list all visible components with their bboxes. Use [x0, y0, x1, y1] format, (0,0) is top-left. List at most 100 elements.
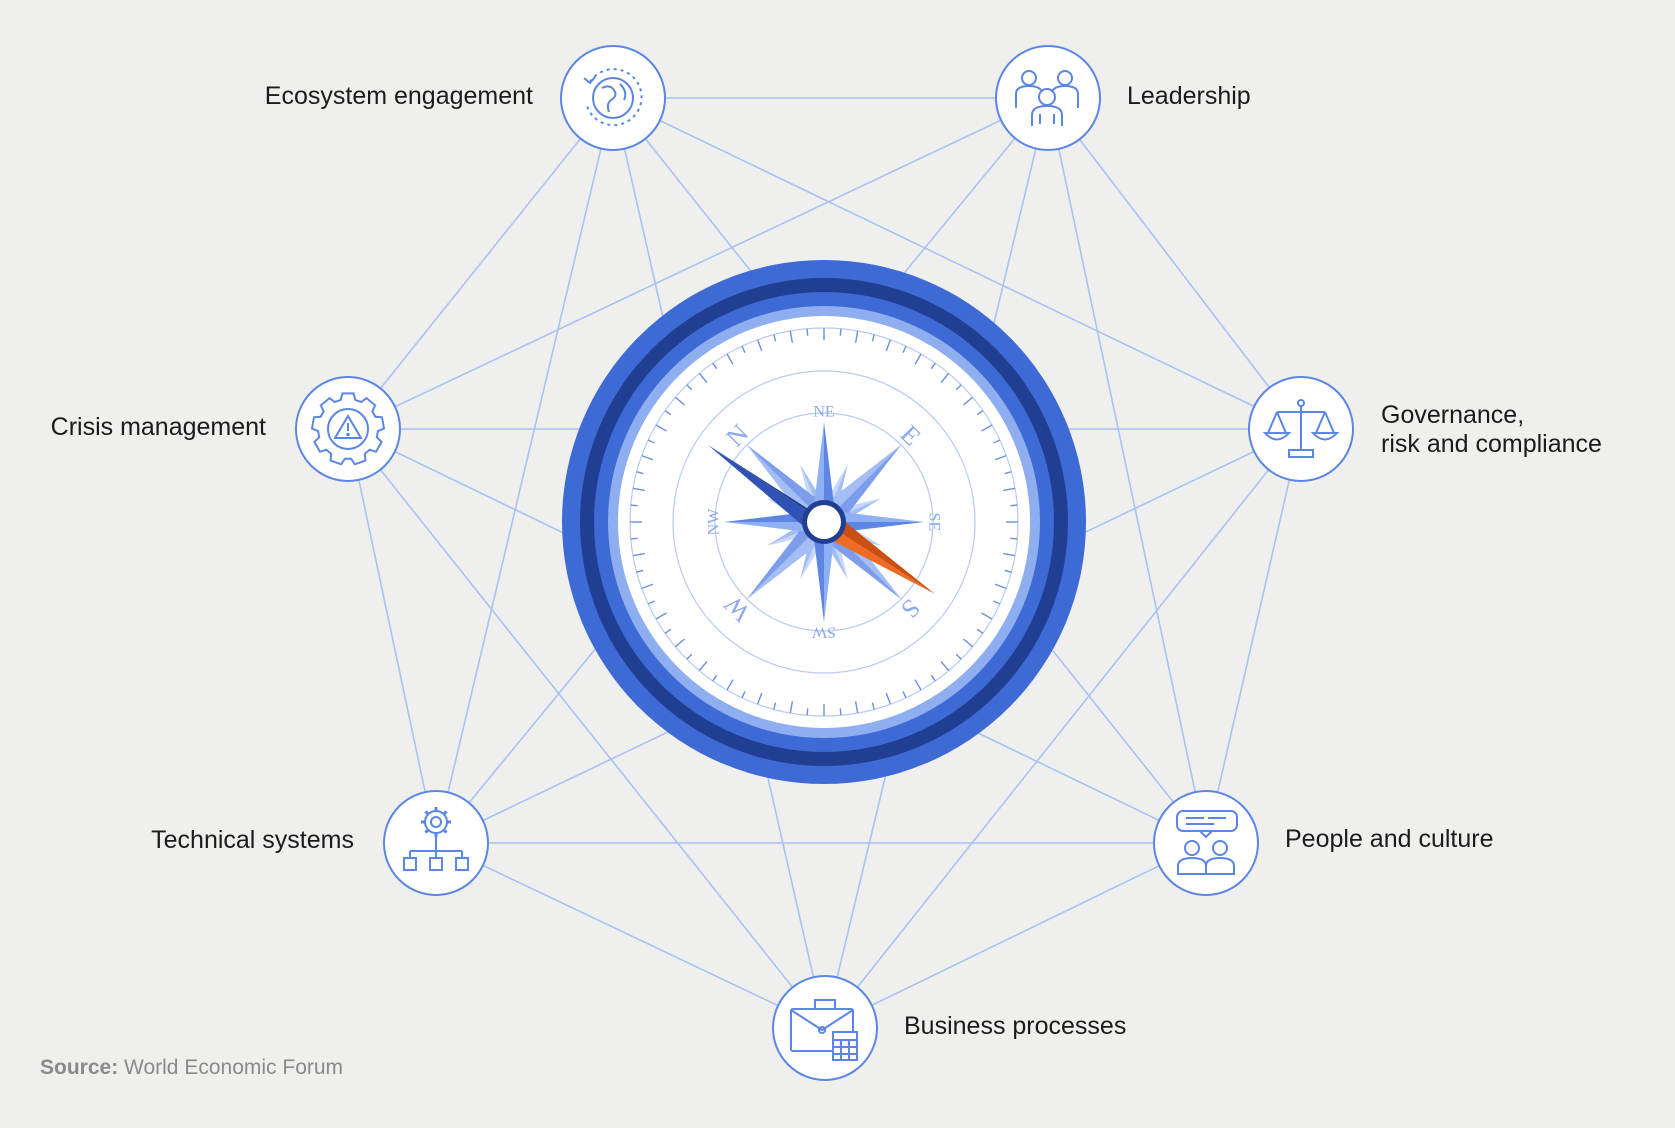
compass-tick: [1004, 471, 1012, 475]
compass-tick: [962, 638, 974, 648]
label-governance-line1: Governance,: [1381, 401, 1525, 429]
connection-line: [824, 842, 1207, 1029]
compass-tick: [712, 362, 718, 370]
needle-south-shade: [816, 522, 935, 594]
compass-tick: [641, 583, 654, 590]
compass-tick: [940, 372, 950, 384]
compass-tick: [630, 504, 638, 507]
node-technical-systems: [383, 790, 489, 896]
compass-tick: [871, 702, 875, 710]
rose-point: [746, 444, 834, 522]
compass-tick: [655, 424, 667, 432]
compass-tick: [962, 396, 974, 406]
compass-tick: [636, 471, 644, 475]
compass-tick: [994, 454, 1007, 461]
rose-point: [746, 512, 824, 600]
compass-tick: [741, 691, 746, 699]
node-ecosystem-engagement: [560, 45, 666, 151]
gear-hierarchy-icon: [403, 807, 469, 871]
compass-tick: [1010, 537, 1018, 540]
rose-point: [814, 444, 902, 522]
connection-line: [824, 428, 1302, 1029]
compass-tick: [756, 692, 763, 705]
compass-tick: [726, 679, 734, 691]
compass-tick: [647, 439, 655, 444]
connection-line: [347, 428, 826, 1029]
compass-tick: [993, 439, 1001, 444]
compass-tick: [1003, 487, 1016, 492]
compass-tick: [636, 569, 644, 573]
label-people-and-culture: People and culture: [1285, 825, 1494, 853]
node-leadership: [995, 45, 1101, 151]
compass-tick: [976, 410, 984, 416]
compass-tick: [839, 328, 842, 336]
chat-people-icon: [1176, 810, 1238, 875]
compass-tick: [664, 410, 672, 416]
compass-tick: [630, 537, 638, 540]
compass-tick: [955, 653, 962, 660]
label-business-processes: Business processes: [904, 1012, 1127, 1040]
globe-refresh-icon: [583, 68, 643, 127]
compass-tick: [726, 353, 734, 365]
connection-line: [347, 428, 437, 844]
compass-tick: [712, 674, 718, 682]
compass-tick: [993, 600, 1001, 605]
connection-line: [347, 97, 614, 430]
needle-hub: [807, 505, 841, 539]
compass-inner-circle: [672, 370, 976, 674]
compass-tick: [1010, 504, 1018, 507]
connection-line: [1205, 428, 1302, 844]
people-group-icon: [1015, 70, 1079, 126]
label-crisis-management: Crisis management: [50, 413, 266, 441]
label-technical-systems: Technical systems: [151, 826, 354, 854]
connection-line: [347, 97, 1049, 430]
compass-tick: [698, 372, 708, 384]
compass-tick: [871, 334, 875, 342]
compass-letter-nw: NW: [706, 508, 723, 536]
rose-point: [812, 422, 824, 522]
compass-tick: [1003, 552, 1016, 557]
compass-tick: [655, 612, 667, 620]
node-business-processes: [772, 975, 878, 1081]
briefcase-calculator-icon: [790, 999, 858, 1061]
source-note: Source: World Economic Forum: [40, 1056, 343, 1080]
compass-tick: [756, 339, 763, 352]
compass-tick: [885, 692, 892, 705]
compass-tick: [976, 628, 984, 634]
compass-letter-sw: SW: [811, 623, 836, 640]
compass-tick: [854, 330, 859, 343]
connection-line: [1047, 97, 1302, 430]
label-leadership: Leadership: [1127, 82, 1251, 110]
compass-letter-se: SE: [925, 513, 942, 532]
compass-tick: [914, 353, 922, 365]
compass-letter-ne: NE: [813, 404, 834, 421]
compass-tick: [773, 334, 777, 342]
compass-tick: [902, 691, 907, 699]
compass-tick: [806, 708, 809, 716]
rose-point: [824, 444, 902, 532]
compass-tick: [674, 638, 686, 648]
rose-point: [824, 522, 836, 622]
compass-tick: [994, 583, 1007, 590]
compass-tick: [632, 487, 645, 492]
label-ecosystem-engagement: Ecosystem engagement: [264, 82, 533, 110]
node-governance-risk-compliance: [1248, 376, 1354, 482]
compass-tick: [674, 396, 686, 406]
compass-tick: [981, 612, 993, 620]
compass-tick: [789, 701, 794, 714]
compass-ticks: [630, 328, 1018, 716]
compass-tick: [664, 628, 672, 634]
compass-tick: [902, 345, 907, 353]
compass-tick: [940, 660, 950, 672]
needle-north-shade: [708, 445, 824, 530]
compass-tick: [789, 330, 794, 343]
compass-tick: [930, 362, 936, 370]
compass-tick: [773, 702, 777, 710]
connection-line: [1047, 97, 1207, 844]
compass-tick: [741, 345, 746, 353]
compass-tick: [698, 660, 708, 672]
rose-point: [724, 522, 824, 534]
compass-tick: [641, 454, 654, 461]
